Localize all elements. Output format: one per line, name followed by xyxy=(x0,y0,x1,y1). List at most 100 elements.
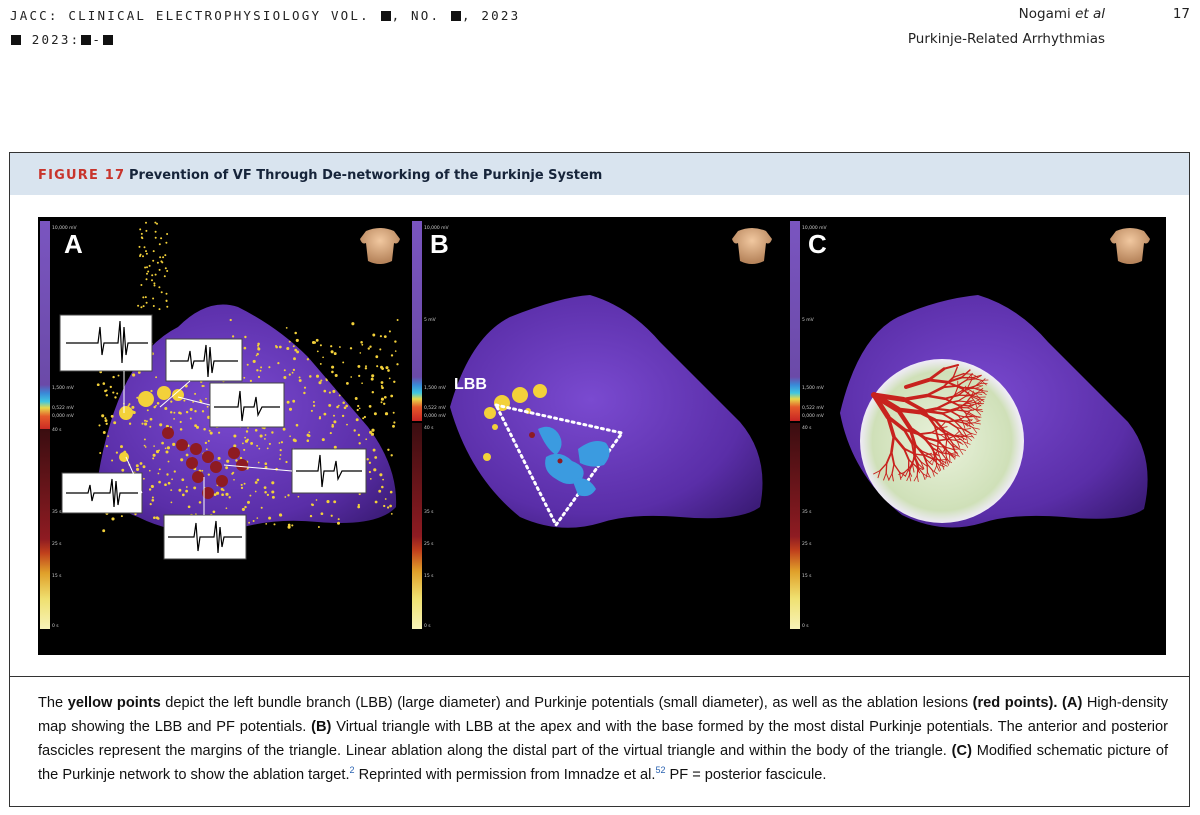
purkinje-point xyxy=(375,355,379,359)
figure-box: FIGURE 17 Prevention of VF Through De-ne… xyxy=(9,152,1190,807)
purkinje-point xyxy=(143,246,146,249)
purkinje-point xyxy=(148,469,151,472)
purkinje-branch xyxy=(927,441,934,452)
purkinje-point xyxy=(318,381,322,385)
purkinje-point xyxy=(166,473,169,476)
purkinje-branch xyxy=(940,434,948,440)
purkinje-point xyxy=(254,481,258,484)
purkinje-branch xyxy=(890,451,895,466)
torso-orientation-icon xyxy=(360,228,400,264)
purkinje-point xyxy=(201,384,204,388)
purkinje-point xyxy=(252,520,255,522)
purkinje-point xyxy=(185,410,189,414)
purkinje-branch xyxy=(920,461,928,467)
purkinje-branch xyxy=(958,448,964,455)
purkinje-branch xyxy=(900,471,905,479)
purkinje-point xyxy=(153,284,156,287)
svg-text:40 s: 40 s xyxy=(52,427,62,433)
purkinje-point xyxy=(140,232,143,235)
purkinje-branch xyxy=(959,436,967,441)
purkinje-branch xyxy=(948,453,951,461)
purkinje-point xyxy=(275,345,278,349)
purkinje-branch xyxy=(960,387,971,396)
purkinje-point xyxy=(346,423,348,426)
purkinje-branch xyxy=(946,438,956,441)
purkinje-point xyxy=(245,430,249,433)
purkinje-point xyxy=(371,374,375,378)
journal-line-1: JACC: CLINICAL ELECTROPHYSIOLOGY VOL. , … xyxy=(10,8,521,23)
purkinje-branch xyxy=(903,466,911,473)
purkinje-point xyxy=(152,297,155,300)
purkinje-point xyxy=(128,403,131,406)
purkinje-branch xyxy=(913,454,919,465)
purkinje-point xyxy=(319,362,322,365)
purkinje-point xyxy=(321,438,325,442)
purkinje-point xyxy=(317,526,320,528)
purkinje-branch xyxy=(974,415,980,422)
purkinje-point xyxy=(160,237,163,240)
purkinje-point xyxy=(249,379,253,383)
purkinje-point xyxy=(221,493,224,497)
purkinje-branch xyxy=(924,454,932,459)
ablation-lesion xyxy=(216,475,228,487)
purkinje-branch xyxy=(885,451,893,465)
purkinje-point xyxy=(331,370,334,374)
purkinje-point xyxy=(288,340,291,343)
purkinje-point xyxy=(229,318,232,322)
ablation-lesion xyxy=(210,461,222,473)
purkinje-branch xyxy=(964,396,972,405)
purkinje-point xyxy=(282,427,286,431)
ablation-lesion xyxy=(202,451,214,463)
purkinje-branch xyxy=(933,465,938,472)
purkinje-point xyxy=(145,301,148,304)
purkinje-point xyxy=(258,447,261,450)
purkinje-branch xyxy=(939,426,948,429)
purkinje-point xyxy=(264,490,267,494)
reference-link[interactable]: 2 xyxy=(349,765,355,775)
purkinje-point xyxy=(382,478,384,481)
purkinje-branch xyxy=(947,420,958,429)
purkinje-point xyxy=(380,384,383,388)
purkinje-branch xyxy=(970,392,977,398)
purkinje-point xyxy=(383,504,386,508)
torso-orientation-icon xyxy=(732,228,772,264)
purkinje-point xyxy=(104,419,108,423)
purkinje-point xyxy=(150,389,153,393)
purkinje-point xyxy=(140,236,143,239)
purkinje-branch xyxy=(980,390,987,396)
purkinje-point xyxy=(297,495,300,498)
redacted-square-icon xyxy=(380,11,391,21)
purkinje-branch xyxy=(958,448,967,451)
purkinje-point xyxy=(149,417,153,421)
reference-link[interactable]: 52 xyxy=(655,765,666,775)
purkinje-point xyxy=(144,446,147,448)
purkinje-branch xyxy=(930,427,941,434)
purkinje-point xyxy=(390,394,394,398)
purkinje-branch xyxy=(954,439,962,443)
purkinje-point xyxy=(164,483,167,487)
purkinje-point xyxy=(145,221,147,224)
purkinje-branch xyxy=(886,415,896,439)
purkinje-branch xyxy=(952,442,960,450)
purkinje-point xyxy=(386,506,390,509)
purkinje-point xyxy=(244,436,246,439)
purkinje-point xyxy=(361,343,364,346)
purkinje-branch xyxy=(871,392,891,420)
purkinje-point xyxy=(179,428,183,431)
purkinje-point xyxy=(256,369,259,372)
purkinje-point xyxy=(345,381,349,385)
purkinje-branch xyxy=(908,468,913,477)
purkinje-point xyxy=(166,233,169,235)
purkinje-point xyxy=(295,423,299,427)
purkinje-branch xyxy=(927,367,946,382)
purkinje-branch xyxy=(939,422,946,429)
purkinje-point xyxy=(156,222,158,225)
purkinje-point xyxy=(167,460,170,463)
purkinje-point xyxy=(291,371,294,374)
purkinje-point xyxy=(338,346,341,348)
purkinje-point xyxy=(266,447,269,450)
purkinje-point xyxy=(384,412,389,416)
purkinje-point xyxy=(278,345,282,349)
purkinje-point xyxy=(98,424,101,427)
purkinje-branch xyxy=(932,457,935,466)
